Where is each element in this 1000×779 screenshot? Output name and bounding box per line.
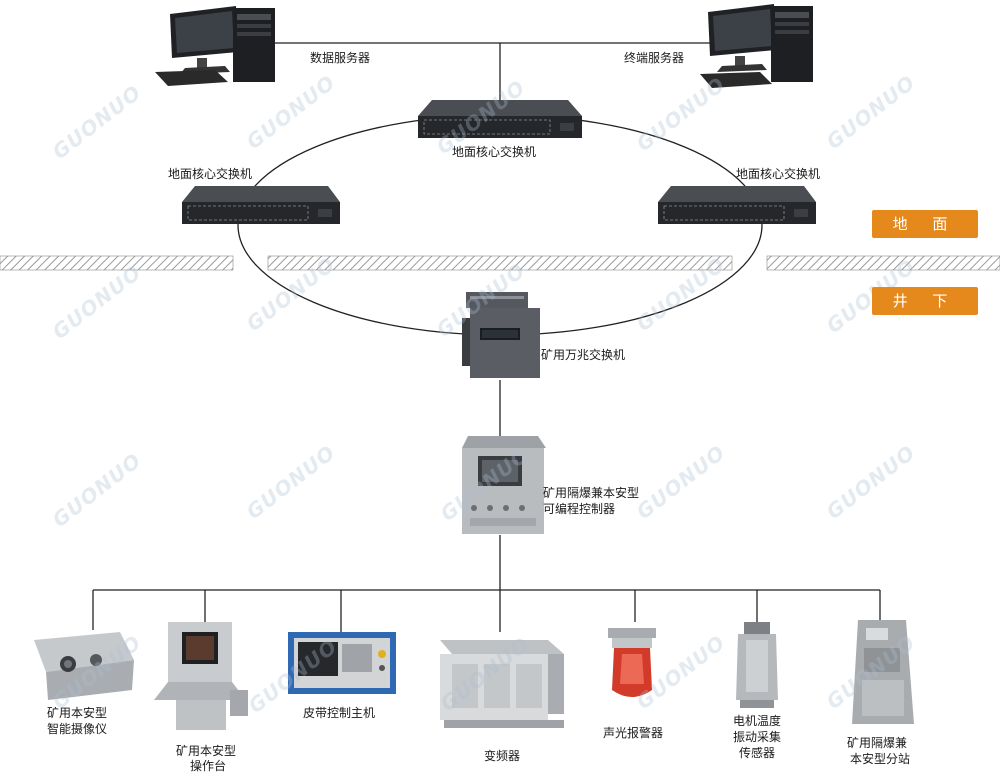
sensor-label-line2: 振动采集 — [733, 730, 782, 744]
data-server-computer — [155, 6, 275, 86]
alarm-label: 声光报警器 — [603, 726, 664, 740]
terminal-server-label: 终端服务器 — [624, 51, 685, 65]
plc-label-line1: 矿用隔爆兼本安型 — [543, 486, 640, 500]
belt-controller-device — [288, 632, 396, 694]
surface-zone-badge: 地 面 — [872, 210, 978, 238]
ground-line — [0, 255, 1000, 271]
core-switch-right-device — [658, 186, 816, 224]
connection-lines — [92, 42, 881, 632]
inverter-label: 变频器 — [484, 749, 521, 763]
core-switch-top-label: 地面核心交换机 — [452, 145, 537, 159]
temperature-vibration-sensor-device — [736, 622, 778, 708]
console-label-line2: 操作台 — [190, 759, 227, 773]
core-switch-right-label: 地面核心交换机 — [736, 167, 821, 181]
plc-device — [462, 436, 546, 534]
belt-controller-label: 皮带控制主机 — [303, 706, 376, 720]
core-switch-left-device — [182, 186, 340, 224]
inverter-device — [440, 640, 564, 728]
core-switch-top-device — [418, 100, 582, 138]
mine-substation-device — [852, 620, 914, 724]
data-server-label: 数据服务器 — [310, 51, 371, 65]
plc-label-line2: 可编程控制器 — [543, 502, 616, 516]
core-switch-left-label: 地面核心交换机 — [168, 167, 253, 181]
mine-gigabit-switch-device — [462, 292, 540, 378]
sensor-label-line3: 传感器 — [739, 746, 776, 760]
camera-label-line2: 智能摄像仪 — [47, 722, 108, 736]
terminal-server-computer — [700, 4, 813, 88]
mine-gigabit-switch-label: 矿用万兆交换机 — [541, 348, 626, 362]
substation-label-line2: 本安型分站 — [850, 752, 911, 766]
audible-visual-alarm-device — [608, 628, 656, 697]
intrinsic-safe-console-device — [154, 622, 248, 730]
underground-zone-badge: 井 下 — [872, 287, 978, 315]
camera-label-line1: 矿用本安型 — [47, 706, 108, 720]
intrinsic-safe-camera-device — [34, 632, 134, 700]
sensor-label-line1: 电机温度 — [733, 714, 782, 728]
substation-label-line1: 矿用隔爆兼 — [847, 736, 908, 750]
console-label-line1: 矿用本安型 — [176, 744, 237, 758]
